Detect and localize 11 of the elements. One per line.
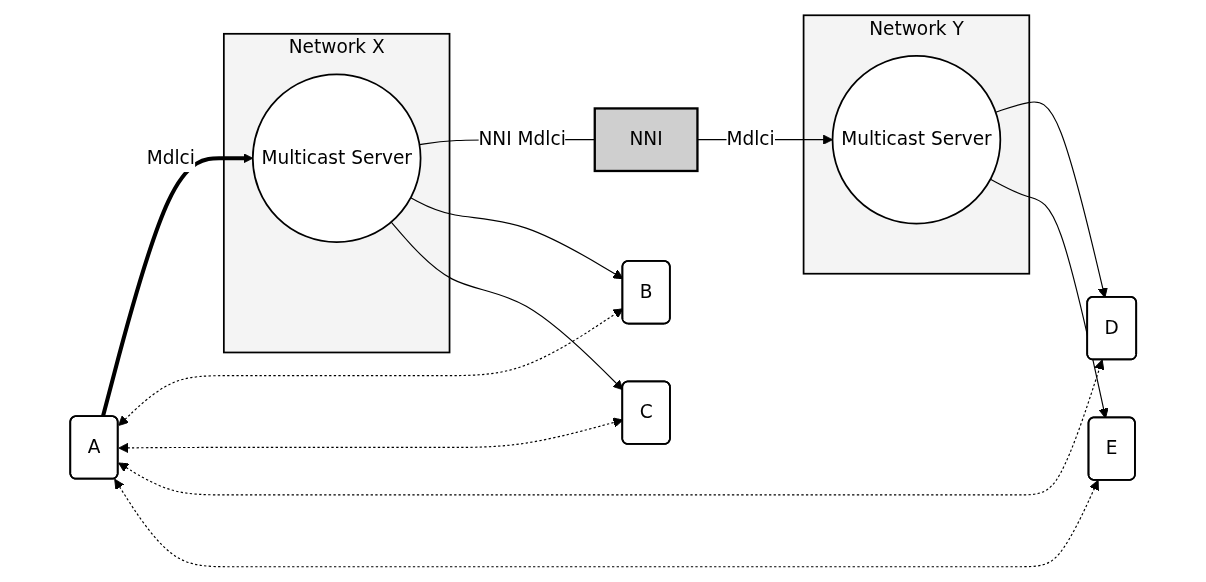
arrow xyxy=(390,221,624,391)
edge-label: NNI Mdlci xyxy=(478,128,566,151)
arrow xyxy=(989,178,1109,419)
edge-label: Mdlci xyxy=(146,146,195,169)
node-circle: Multicast Server xyxy=(251,73,422,243)
arrow xyxy=(100,153,253,418)
edge-label: Mdlci xyxy=(726,128,775,151)
node-circle: Multicast Server xyxy=(831,54,1001,225)
node-box: NNI xyxy=(593,107,699,173)
arrow xyxy=(114,478,1099,568)
arrow xyxy=(117,359,1104,496)
